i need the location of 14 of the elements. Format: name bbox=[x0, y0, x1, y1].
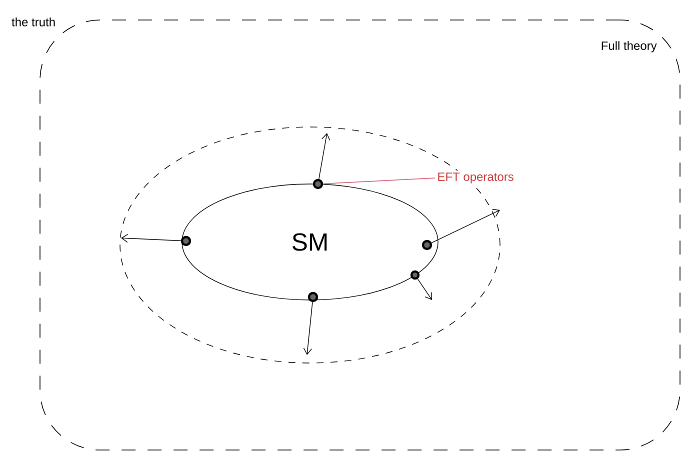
dot bbox=[312, 178, 324, 190]
region-label: Full theory bbox=[602, 41, 657, 52]
arrow bbox=[431, 208, 500, 244]
arrow bbox=[318, 133, 330, 180]
arrow bbox=[417, 278, 432, 300]
callout-text: EFT operators bbox=[435, 170, 516, 186]
leader-line bbox=[322, 178, 436, 184]
arrow bbox=[303, 302, 313, 355]
dot bbox=[308, 292, 318, 302]
free-text: the truth bbox=[12, 18, 55, 26]
dot bbox=[410, 270, 420, 280]
arrow bbox=[121, 234, 182, 243]
dot bbox=[180, 236, 192, 246]
dot bbox=[422, 240, 432, 250]
